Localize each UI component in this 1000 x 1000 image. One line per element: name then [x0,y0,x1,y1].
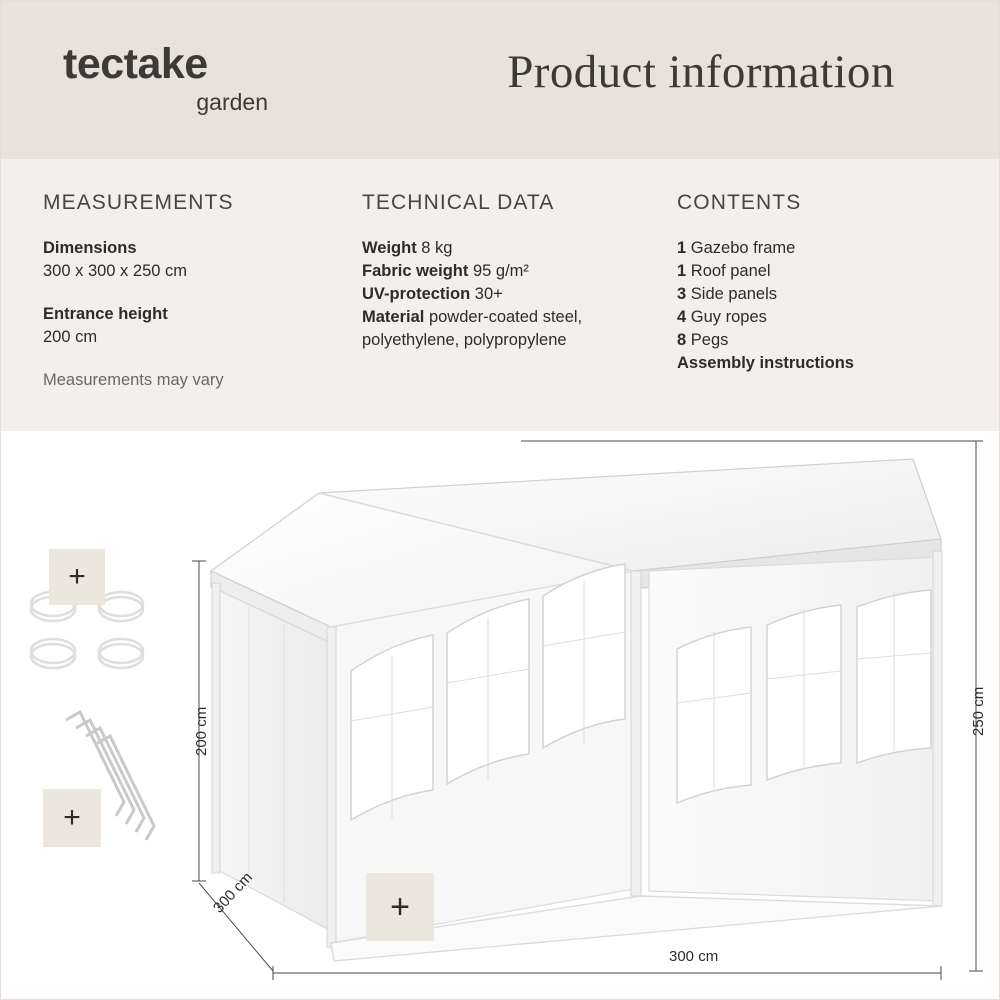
info-band: MEASUREMENTS Dimensions 300 x 300 x 250 … [1,159,999,431]
contents-text: Side panels [690,285,778,303]
technical-label: Material [362,308,425,326]
contents-qty: 1 [677,239,687,257]
dimension-label-height-right: 250 cm [970,686,987,736]
gazebo-floor [330,895,943,962]
product-diagram: + + + 200 cm 250 cm 300 cm 300 cm [1,431,999,999]
contents-text: Guy ropes [690,308,767,326]
measurements-row: Entrance height [43,303,343,326]
contents-text: Pegs [690,331,729,349]
measurements-note: Measurements may vary [43,371,224,389]
measurements-column: MEASUREMENTS Dimensions 300 x 300 x 250 … [43,191,343,392]
technical-value: powder-coated steel, [428,308,583,326]
technical-data-column: TECHNICAL DATA Weight 8 kg Fabric weight… [362,191,672,352]
contents-text: Roof panel [690,262,771,280]
contents-text: Gazebo frame [690,239,796,257]
dimension-label-width: 300 cm [669,948,719,965]
contents-item: Assembly instructions [677,352,977,375]
technical-data-heading: TECHNICAL DATA [362,191,555,214]
brand-name: tectake [63,40,208,88]
dimension-lines [192,440,983,980]
gazebo-illustration [192,440,983,980]
technical-row: UV-protection 30+ [362,283,672,306]
spacer [43,349,343,369]
measurements-row: 300 x 300 x 250 cm [43,260,343,283]
technical-row: polyethylene, polypropylene [362,329,672,352]
technical-row: Fabric weight 95 g/m² [362,260,672,283]
contents-heading: CONTENTS [677,191,802,214]
contents-text: Assembly instructions [677,354,854,372]
technical-value: polyethylene, polypropylene [362,331,567,349]
pegs-accessory [65,709,156,841]
contents-qty: 4 [677,308,687,326]
contents-qty: 8 [677,331,687,349]
contents-qty: 3 [677,285,687,303]
plus-badge-pegs: + [43,789,101,847]
gazebo-front-left-panel [330,563,635,944]
plus-badge-ropes: + [49,549,105,605]
header-band: tectake garden Product information [1,1,999,159]
contents-item: 1 Gazebo frame [677,237,977,260]
contents-qty: 1 [677,262,687,280]
dimension-label-height-left: 200 cm [193,706,210,756]
measurements-value: 200 cm [43,328,98,346]
measurements-label: Entrance height [43,305,168,323]
plus-badge-floor: + [366,873,434,941]
brand-logo: tectake garden [63,41,363,115]
page-title: Product information [507,46,895,98]
technical-label: Weight [362,239,417,257]
contents-item: 3 Side panels [677,283,977,306]
gazebo-frame-posts [211,550,943,948]
technical-value: 30+ [474,285,503,303]
measurements-label: Dimensions [43,239,137,257]
technical-value: 95 g/m² [472,262,529,280]
measurements-value: 300 x 300 x 250 cm [43,262,188,280]
brand-subtitle: garden [196,89,268,115]
technical-row: Material powder-coated steel, [362,306,672,329]
contents-item: 1 Roof panel [677,260,977,283]
measurements-row: 200 cm [43,326,343,349]
measurements-row: Dimensions [43,237,343,260]
contents-item: 4 Guy ropes [677,306,977,329]
measurements-heading: MEASUREMENTS [43,191,234,214]
contents-item: 8 Pegs [677,329,977,352]
technical-value: 8 kg [421,239,453,257]
technical-label: Fabric weight [362,262,469,280]
gazebo-right-panel [648,556,942,902]
technical-label: UV-protection [362,285,471,303]
contents-column: CONTENTS 1 Gazebo frame 1 Roof panel 3 S… [677,191,977,375]
technical-row: Weight 8 kg [362,237,672,260]
spacer [43,283,343,303]
